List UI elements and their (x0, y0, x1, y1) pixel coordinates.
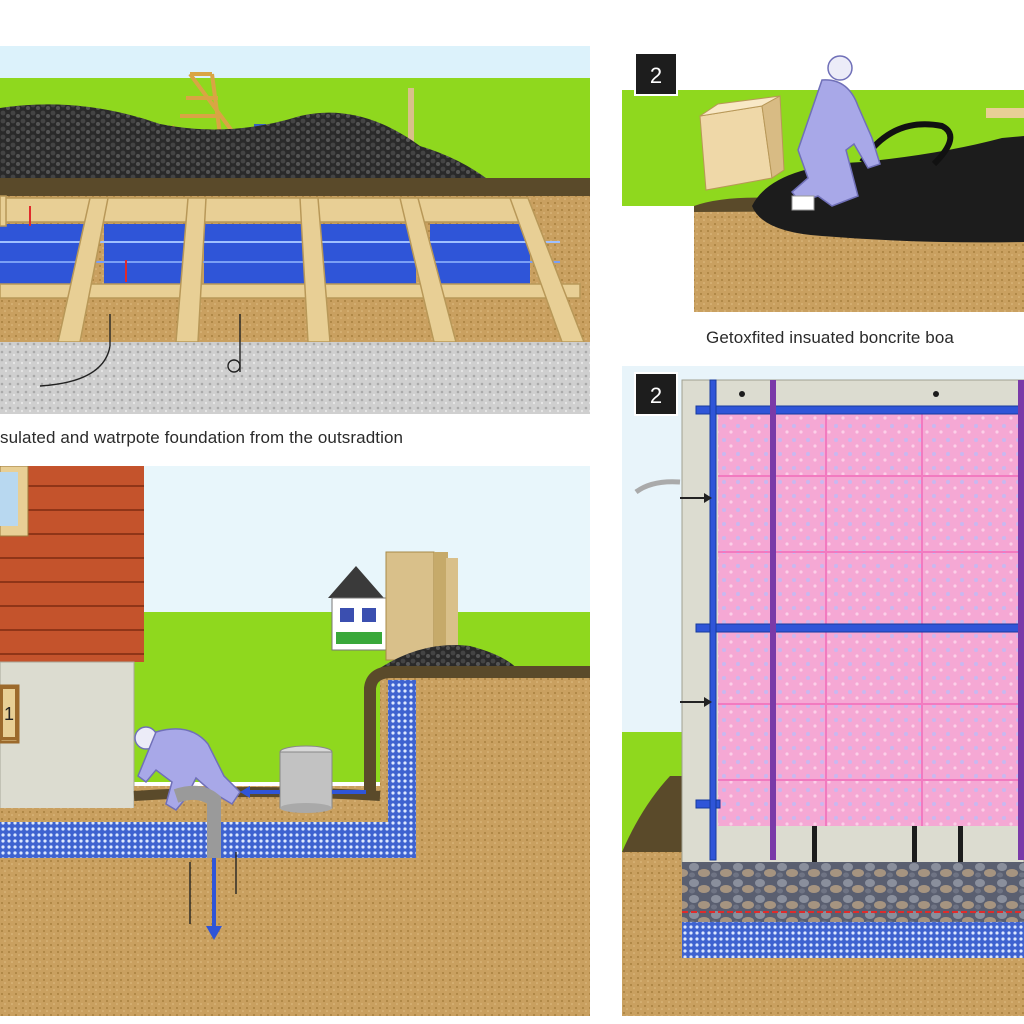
pointer-arrows (634, 479, 704, 703)
drain-pipe-icon (173, 785, 221, 858)
foundation-wall (0, 661, 135, 811)
step-badge: 2 (634, 52, 678, 96)
worker-icon (134, 726, 241, 811)
gravel-pile (374, 645, 520, 672)
caption-top-left: sulated and watrpote foundation from the… (0, 428, 404, 447)
membrane-install-illustration (622, 46, 1024, 312)
panel-foundation-grid (0, 46, 590, 414)
topsoil-edge (0, 178, 590, 196)
worker-icon (790, 55, 881, 207)
timber-frame (0, 195, 586, 343)
anchor-bolts (739, 391, 963, 866)
excavated-soil (622, 852, 682, 1016)
hose-icon (859, 121, 954, 167)
background-house (328, 551, 458, 661)
house-drainage-illustration (0, 466, 590, 1016)
waterproof-membrane (752, 136, 1024, 243)
house-siding (0, 466, 144, 662)
step-badge: 2 (634, 372, 678, 416)
rebar-frame (695, 379, 1024, 861)
foundation-grid-illustration (0, 46, 590, 414)
bucket-icon (279, 745, 333, 813)
stake-post (408, 88, 414, 172)
cardboard-box (699, 105, 773, 191)
gravel-pile (0, 104, 490, 181)
timber-stack (986, 108, 1024, 118)
drainage-membrane (682, 922, 1024, 958)
trench-edge (364, 666, 590, 796)
panel-house-drainage (0, 466, 590, 1016)
worker-shoe (791, 195, 815, 211)
soil-base (682, 958, 1024, 1016)
water-cells (0, 224, 560, 286)
panel-insulated-wall (622, 366, 1024, 1016)
insulated-wall-illustration (622, 366, 1024, 1016)
dimension-lines (189, 852, 237, 924)
caption-top-right: Getoxfited insuated boncrite boa (706, 328, 954, 347)
insulation-board (718, 410, 1024, 826)
panel-membrane-install (622, 46, 1024, 312)
gravel-base (0, 342, 590, 414)
step-badge: 1 (0, 686, 18, 740)
dimension-lines (39, 314, 241, 387)
